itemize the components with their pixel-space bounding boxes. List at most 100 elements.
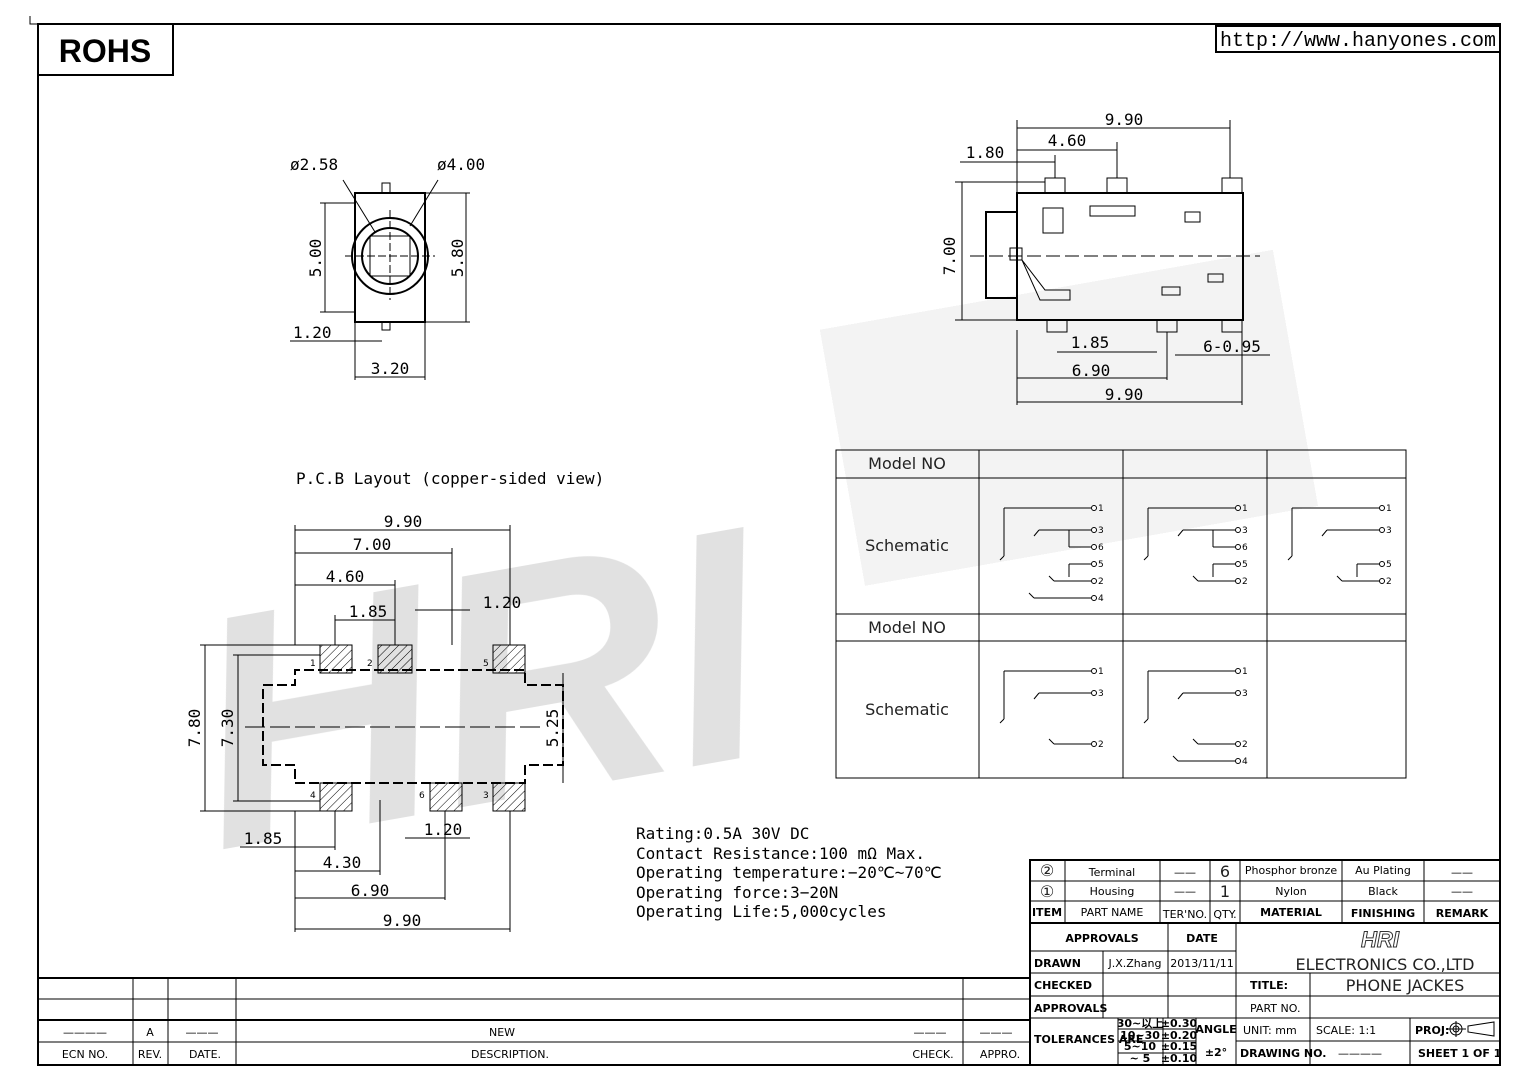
pcb-dim: 7.30	[218, 709, 237, 748]
pin-terminal-icon	[1235, 527, 1241, 533]
bom-finish: Black	[1368, 885, 1398, 898]
corner-mark	[29, 16, 38, 25]
revision-block: ———— A ——— NEW ——— ——— ECN NO. REV. DATE…	[38, 977, 1030, 1065]
pin-label: 4	[1098, 594, 1104, 604]
tol-value: ±0.30	[1161, 1017, 1198, 1030]
rev-header: DESCRIPTION.	[471, 1048, 549, 1061]
scale-label: SCALE: 1:1	[1316, 1024, 1376, 1037]
tol-value: ±0.15	[1161, 1040, 1197, 1053]
pad-label: 3	[483, 791, 489, 801]
pin-terminal-icon	[1091, 595, 1097, 601]
website-url: http://www.hanyones.com	[1220, 30, 1496, 53]
dim-top-total: 9.90	[1105, 110, 1144, 129]
rev-letter: A	[146, 1026, 154, 1039]
checked-label: CHECKED	[1034, 979, 1092, 992]
pin-terminal-icon	[1235, 758, 1241, 764]
projection-label: PROJ:	[1415, 1024, 1449, 1037]
specifications: Rating:0.5A 30V DC Contact Resistance:10…	[636, 824, 942, 921]
spec-line: Operating temperature:−20℃~70℃	[636, 863, 942, 882]
dim-top-mid: 4.60	[1048, 131, 1087, 150]
bom-material: Phosphor bronze	[1245, 864, 1338, 877]
sheet-label: SHEET 1 OF 1	[1418, 1047, 1501, 1060]
dim-height-inner: 5.00	[306, 239, 325, 278]
drawing-title: PHONE JACKES	[1346, 976, 1464, 995]
approvals-header: APPROVALS	[1065, 932, 1138, 945]
pin-label: 3	[1242, 689, 1248, 699]
pin-label: 3	[1386, 526, 1392, 536]
pcb-dim: 9.90	[383, 911, 422, 930]
bom-ter: ——	[1174, 885, 1196, 898]
pin-label: 1	[1386, 504, 1392, 514]
rev-date: ———	[186, 1026, 219, 1039]
pcb-dim: 1.20	[424, 820, 463, 839]
rev-check: ———	[914, 1026, 947, 1039]
bom-header: TER'NO.	[1162, 908, 1207, 921]
dim-tab: 1.20	[293, 323, 332, 342]
schematic-label: Schematic	[865, 700, 949, 719]
pin-label: 5	[1386, 560, 1392, 570]
schematic-table: Model NO Schematic Model NO Schematic 13…	[835, 449, 1407, 779]
pin-label: 6	[1242, 543, 1248, 553]
pcb-dim: 7.00	[353, 535, 392, 554]
pcb-dim: 5.25	[543, 709, 562, 748]
rev-ecn: ————	[63, 1026, 107, 1039]
drawn-label: DRAWN	[1034, 957, 1081, 970]
bom-item: ②	[1040, 861, 1054, 880]
spec-line: Contact Resistance:100 mΩ Max.	[636, 844, 925, 863]
pin-label: 2	[1386, 577, 1392, 587]
dim-pins: 6-0.95	[1203, 337, 1261, 356]
front-view: ø2.58 ø4.00 5.00 5.80 1.20 3.20	[290, 155, 485, 380]
model-no-label: Model NO	[868, 454, 946, 473]
side-view: 9.90 4.60 1.80 7.00 1.85 6.90 9.90 6-0.9…	[940, 110, 1270, 405]
pin-label: 5	[1242, 560, 1248, 570]
pin-label: 4	[1242, 757, 1248, 767]
pin-terminal-icon	[1091, 527, 1097, 533]
pin-label: 2	[1242, 577, 1248, 587]
bom-ter: ——	[1174, 866, 1196, 879]
spec-line: Operating force:3−20N	[636, 883, 838, 902]
bom-header: QTY.	[1213, 908, 1236, 921]
pin-label: 3	[1098, 689, 1104, 699]
pin-label: 1	[1098, 667, 1104, 677]
tol-range: 30~以上	[1117, 1016, 1164, 1030]
angle-value: ±2°	[1205, 1046, 1227, 1059]
schematic-diagram: 1 3 2	[999, 667, 1104, 750]
bom-name: Terminal	[1088, 866, 1136, 879]
pcb-dim: 4.30	[323, 853, 362, 872]
drawn-by: J.X.Zhang	[1108, 957, 1162, 970]
url-box	[1215, 25, 1501, 53]
pcb-dim: 1.85	[349, 602, 388, 621]
pin-label: 5	[1098, 560, 1104, 570]
dim-inner-diameter: ø2.58	[290, 155, 338, 174]
bom-qty: 1	[1220, 882, 1230, 901]
schematic-label: Schematic	[865, 536, 949, 555]
pin-terminal-icon	[1379, 505, 1385, 511]
pin-terminal-icon	[1091, 578, 1097, 584]
pin-terminal-icon	[1235, 505, 1241, 511]
part-no-label: PART NO.	[1250, 1002, 1300, 1015]
pcb-dim: 4.60	[326, 567, 365, 586]
bom-qty: 6	[1220, 862, 1230, 881]
projection-symbol-icon	[1446, 1021, 1495, 1037]
rohs-label: ROHS	[59, 33, 151, 69]
pin-terminal-icon	[1379, 578, 1385, 584]
rev-header: DATE.	[189, 1048, 221, 1061]
bom-header: FINISHING	[1351, 907, 1415, 920]
dim-height-outer: 5.80	[448, 239, 467, 278]
pin-label: 2	[1098, 740, 1104, 750]
pcb-title: P.C.B Layout (copper-sided view)	[296, 469, 604, 488]
bom-name: Housing	[1090, 885, 1135, 898]
pcb-dim: 7.80	[185, 709, 204, 748]
pad-label: 2	[367, 659, 373, 669]
schematic-diagram: 1 3 5 2	[1287, 504, 1392, 587]
bom-header: MATERIAL	[1260, 906, 1322, 919]
pin-label: 2	[1098, 577, 1104, 587]
model-no-label: Model NO	[868, 618, 946, 637]
rev-description: NEW	[489, 1026, 515, 1039]
company-name: ELECTRONICS CO.,LTD	[1296, 955, 1475, 974]
pin-terminal-icon	[1091, 741, 1097, 747]
pin-terminal-icon	[1235, 690, 1241, 696]
pcb-dim: 1.85	[244, 829, 283, 848]
pin-terminal-icon	[1091, 505, 1097, 511]
